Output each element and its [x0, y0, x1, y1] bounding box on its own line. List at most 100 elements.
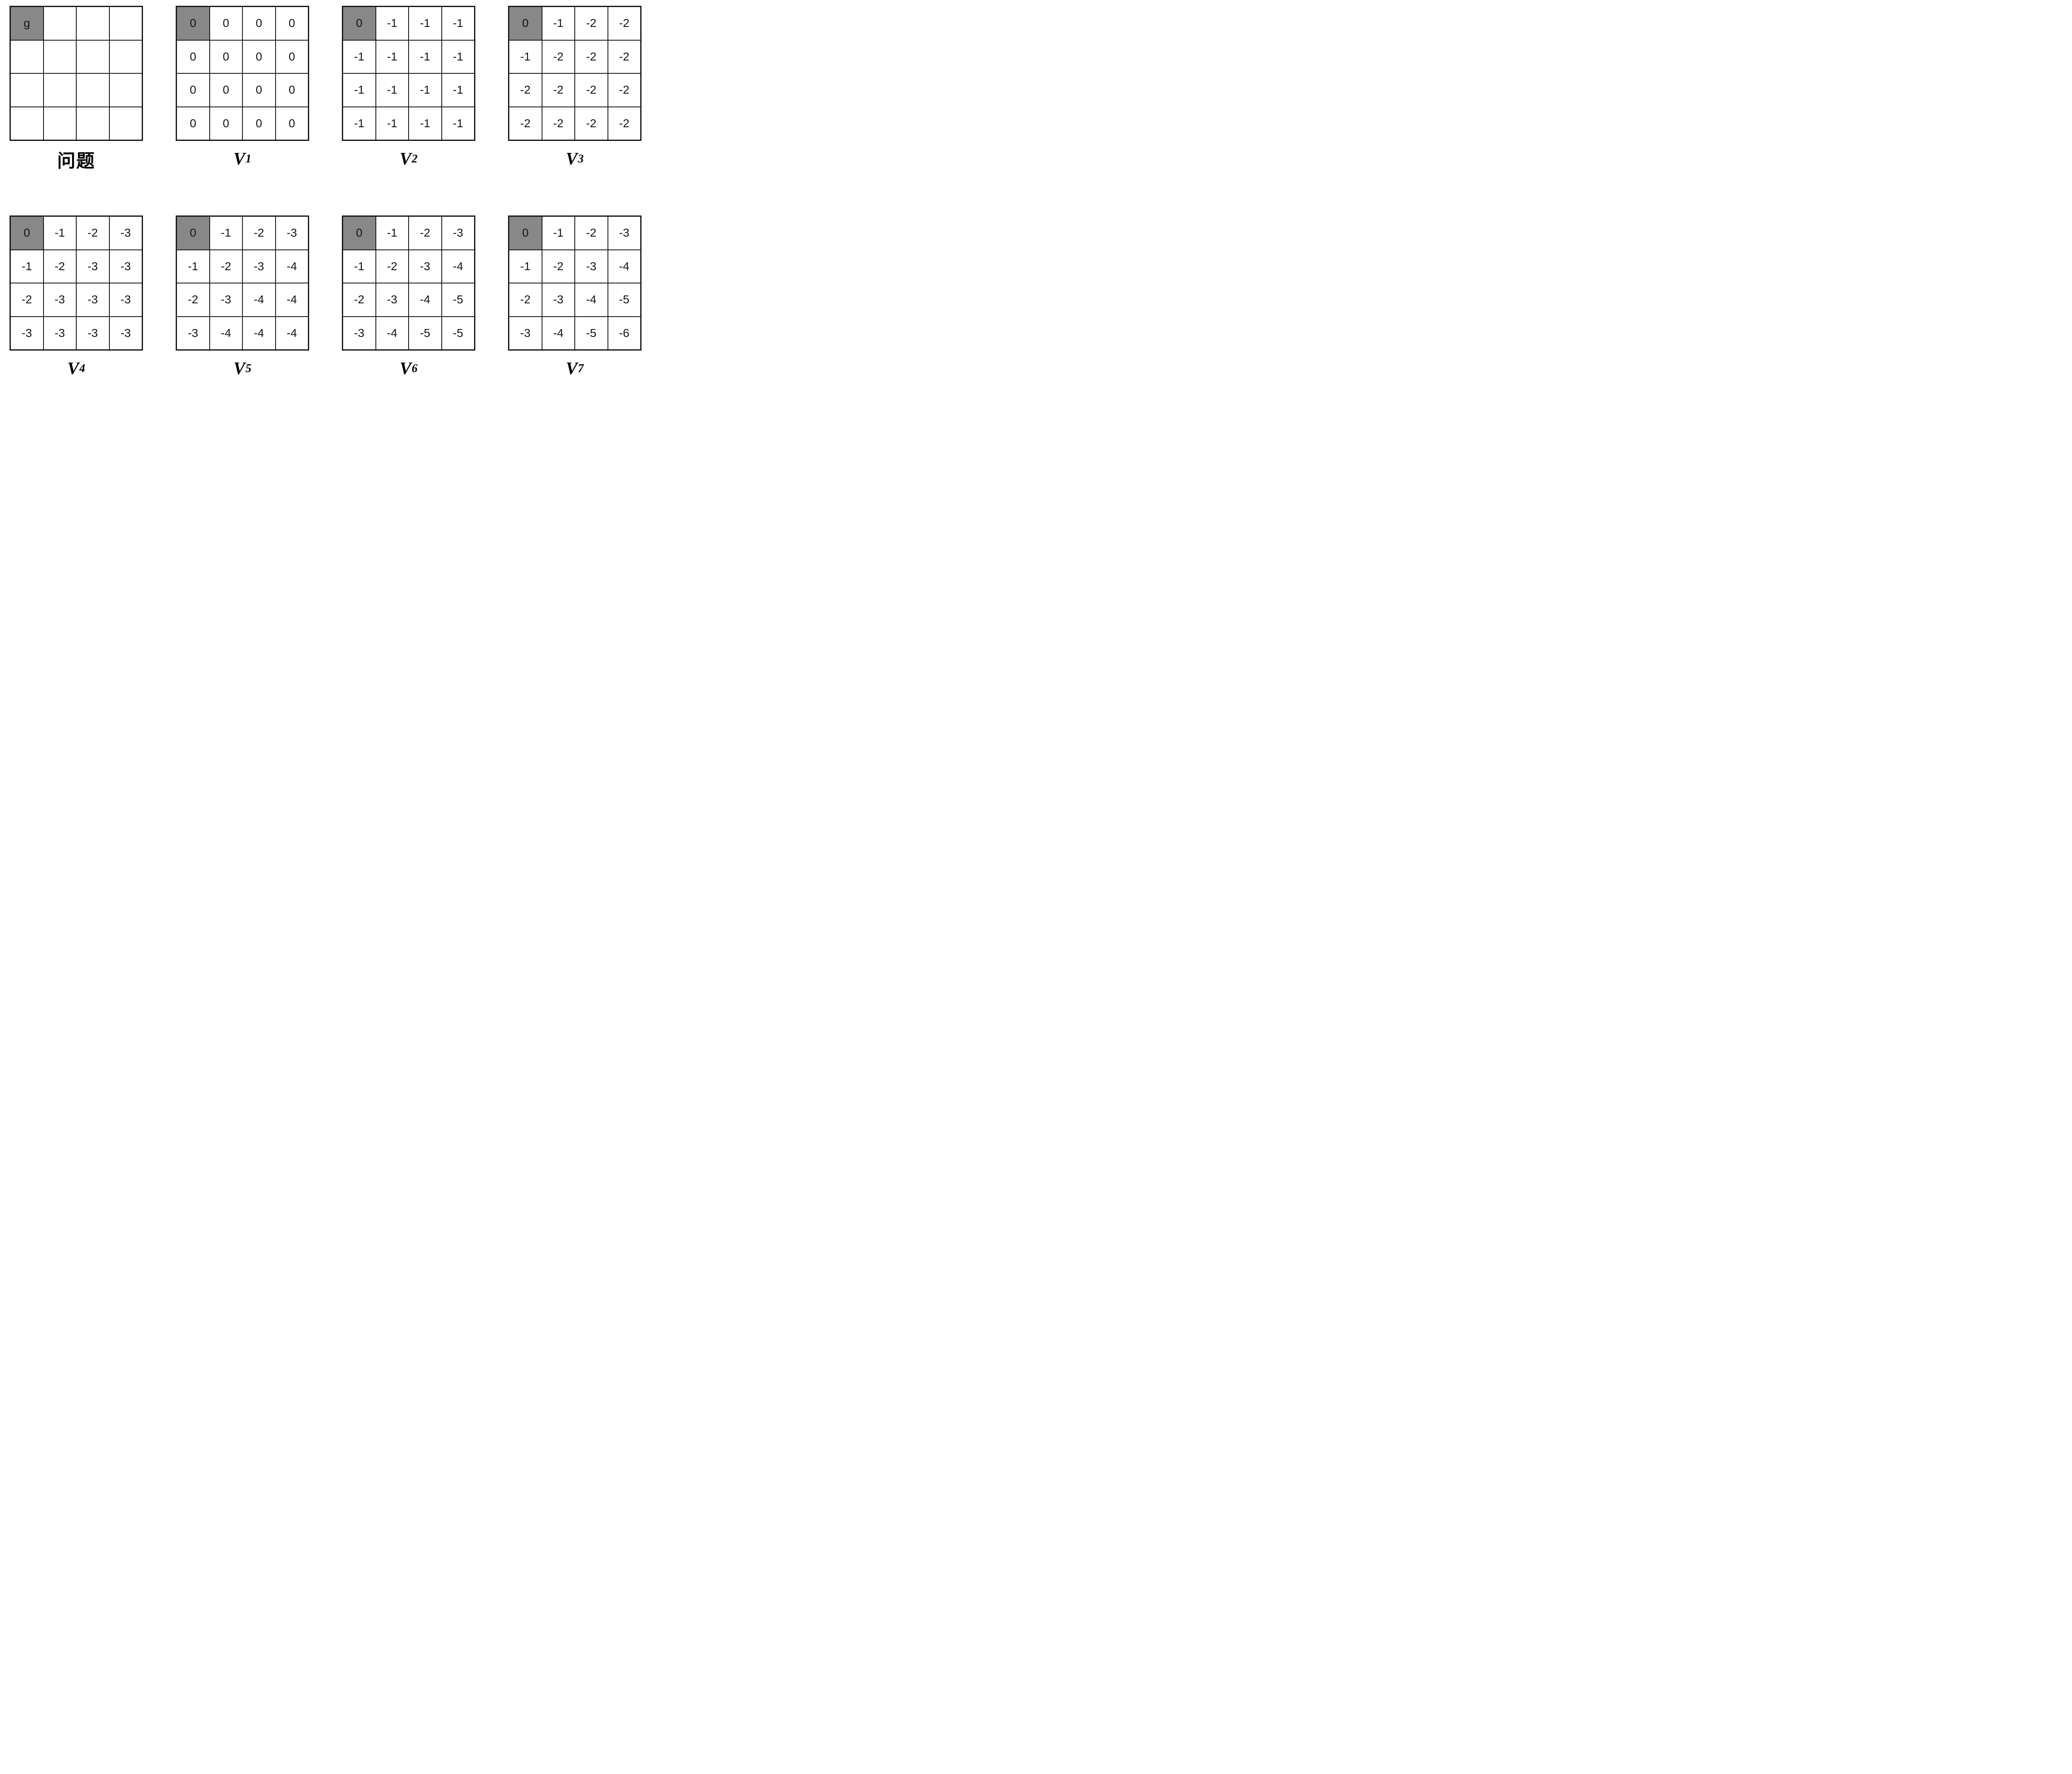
goal-cell: 0	[177, 7, 209, 40]
grid-cell: -1	[376, 7, 408, 40]
goal-cell: 0	[343, 7, 375, 40]
grid-cell: -4	[276, 283, 308, 316]
grid-cell	[44, 74, 76, 106]
grid-cell: -3	[575, 250, 608, 283]
grid-cell: -3	[210, 283, 242, 316]
goal-cell: 0	[11, 217, 43, 249]
grid-cell: -1	[542, 217, 574, 249]
grid-cell	[77, 7, 109, 40]
grid-cell: -4	[243, 317, 275, 349]
value-subscript: 6	[411, 362, 418, 375]
grid-cell: 0	[210, 107, 242, 140]
grid-cell: 0	[177, 74, 209, 106]
grid-cell: -1	[44, 217, 76, 249]
grid-cell: -3	[109, 317, 142, 349]
grid-cell: -2	[608, 74, 640, 106]
grid-cell: -2	[575, 74, 608, 106]
grid-cell: -1	[442, 74, 474, 106]
value-subscript: 2	[411, 152, 418, 165]
grid-cell: -1	[376, 74, 408, 106]
grid-cell: -3	[276, 217, 308, 249]
grid-cell: -2	[343, 283, 375, 316]
grid-cell: -3	[509, 317, 542, 349]
grid-cell: -3	[409, 250, 441, 283]
goal-cell: 0	[509, 7, 542, 40]
grid-cell: -1	[442, 7, 474, 40]
grid-cell: -2	[44, 250, 76, 283]
grid-cell: 0	[210, 7, 242, 40]
grid-cell: -4	[243, 283, 275, 316]
grid-cell: -3	[44, 283, 76, 316]
grid-cell: -2	[608, 40, 640, 73]
grid-cell: -2	[542, 74, 574, 106]
grid-cell: -1	[11, 250, 43, 283]
grid-cell: -1	[442, 40, 474, 73]
grid-cell: -2	[177, 283, 209, 316]
grid-cell	[11, 74, 43, 106]
value-subscript: 4	[79, 362, 85, 375]
grid-cell: -2	[575, 7, 608, 40]
grid-cell: -1	[343, 107, 375, 140]
grid-cell	[44, 40, 76, 73]
grid-cell: -1	[343, 40, 375, 73]
value-symbol: V	[566, 150, 578, 169]
value-grid-V2: 0-1-1-1-1-1-1-1-1-1-1-1-1-1-1-1	[342, 6, 475, 141]
grid-cell: -1	[509, 250, 542, 283]
grid-cell: -3	[109, 250, 142, 283]
grid-cell: -3	[11, 317, 43, 349]
grid-cell: -2	[542, 40, 574, 73]
value-grid-V6: 0-1-2-3-1-2-3-4-2-3-4-5-3-4-5-5	[342, 215, 475, 351]
grid-cell: -2	[542, 250, 574, 283]
grid-cell: -1	[376, 40, 408, 73]
grid-cell: -1	[343, 74, 375, 106]
value-subscript: 3	[578, 152, 584, 165]
grid-cell: 0	[276, 40, 308, 73]
grid-cell: 0	[177, 107, 209, 140]
grid-cell: -2	[210, 250, 242, 283]
grid-cell: -2	[243, 217, 275, 249]
goal-cell: 0	[343, 217, 375, 249]
grid-cell	[11, 40, 43, 73]
grid-cell: -2	[575, 217, 608, 249]
grid-cell: 0	[276, 74, 308, 106]
grid-cell: 0	[177, 40, 209, 73]
grid-cell	[77, 74, 109, 106]
value-symbol: V	[566, 359, 578, 378]
value-symbol: V	[399, 359, 411, 378]
grid-cell: -1	[376, 107, 408, 140]
grid-cell: -4	[276, 317, 308, 349]
grid-cell: -4	[276, 250, 308, 283]
grid-cell: -1	[376, 217, 408, 249]
grid-cell: -1	[509, 40, 542, 73]
value-grid-problem: g	[10, 6, 143, 141]
value-grid-V7: 0-1-2-3-1-2-3-4-2-3-4-5-3-4-5-6	[508, 215, 641, 351]
grid-cell: -2	[575, 40, 608, 73]
grid-cell: -2	[376, 250, 408, 283]
grid-cell: -4	[409, 283, 441, 316]
grid-cell	[109, 107, 142, 140]
value-symbol: V	[67, 359, 79, 378]
grid-cell: -5	[442, 283, 474, 316]
grid-cell: -3	[243, 250, 275, 283]
grid-cell	[109, 7, 142, 40]
grid-cell: -3	[442, 217, 474, 249]
grid-cell: -3	[77, 250, 109, 283]
grid-cell: -4	[575, 283, 608, 316]
value-symbol: V	[233, 359, 245, 378]
grid-cell: -5	[608, 283, 640, 316]
grid-cell: -3	[177, 317, 209, 349]
grid-cell: 0	[276, 107, 308, 140]
grid-cell: -1	[542, 7, 574, 40]
grid-cell: -1	[409, 7, 441, 40]
grid-cell: -2	[11, 283, 43, 316]
